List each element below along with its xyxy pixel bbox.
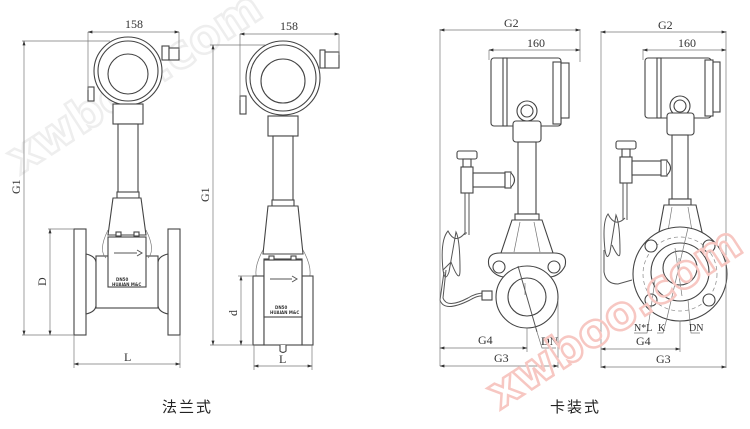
dim-G4-a: G4 bbox=[478, 333, 493, 347]
dim-G4-b: G4 bbox=[636, 334, 651, 348]
nameplate-line2: HUAIAN M&C bbox=[270, 310, 299, 315]
dim-NxL: N*L bbox=[634, 323, 652, 334]
panel-flange-side: DN50 HUAIAN M&C 158 G1 d L bbox=[198, 19, 340, 370]
dim-L-b: L bbox=[279, 352, 286, 366]
nameplate-line1: DN50 bbox=[116, 277, 128, 282]
dim-DN-b: DN bbox=[689, 323, 703, 334]
dim-160-a: 160 bbox=[527, 36, 545, 50]
dim-L-a: L bbox=[124, 350, 131, 364]
dim-G1-a: G1 bbox=[9, 179, 23, 194]
dim-G2-a: G2 bbox=[504, 16, 519, 30]
dim-158-b: 158 bbox=[280, 19, 298, 33]
caption-flange: 法兰式 bbox=[162, 398, 213, 416]
dim-G3-a: G3 bbox=[494, 351, 509, 365]
nameplate-line2: HUAIAN M&C bbox=[112, 282, 141, 287]
dim-d: d bbox=[226, 310, 240, 316]
dim-K: K bbox=[658, 323, 666, 334]
panel-wafer-1: G2 160 G4 G3 DN bbox=[439, 16, 581, 368]
caption-wafer: 卡装式 bbox=[550, 398, 601, 416]
dim-G3-b: G3 bbox=[656, 352, 671, 366]
nameplate-line1: DN50 bbox=[275, 305, 287, 310]
panel-wafer-2: G2 160 N*L K DN G4 G3 bbox=[600, 18, 728, 369]
dim-D: D bbox=[35, 277, 49, 286]
dim-DN-a: DN bbox=[541, 334, 559, 348]
dim-G2-b: G2 bbox=[658, 18, 673, 32]
panel-flange-front: DN50 HUAIAN M&C 158 G1 D L bbox=[9, 17, 181, 368]
dim-158-a: 158 bbox=[125, 17, 143, 31]
dim-160-b: 160 bbox=[678, 36, 696, 50]
dim-G1-b: G1 bbox=[198, 187, 212, 202]
